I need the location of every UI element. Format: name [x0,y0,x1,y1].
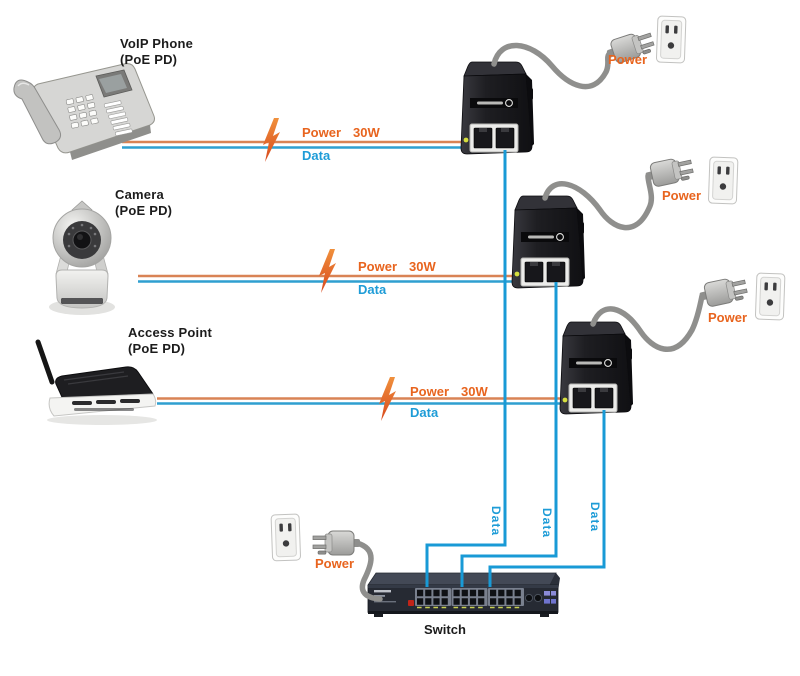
link2-power-text: Power [358,259,398,274]
power-outlet-icon-1 [655,15,687,64]
power-cord-1 [491,42,612,90]
link2-watts-text: 30W [409,259,436,274]
power-outlet-icon-4 [270,513,302,562]
voip-phone-image [13,63,155,160]
outlet3-power-label: Power [708,310,748,325]
poe-injector-2 [511,195,586,289]
switch-image [367,572,560,617]
power-cord-3 [590,293,705,352]
data-cable1-label: Data [489,506,503,537]
access-point-image [35,339,157,425]
power-cord-2 [542,173,655,231]
power-outlet-icon-2 [707,156,739,205]
voip-phone-label: VoIP Phone (PoE PD) [120,36,193,68]
camera-name: Camera [115,187,164,202]
link3-power-label: Power 30W [410,384,488,399]
voip-phone-name: VoIP Phone [120,36,194,51]
access-point-mode: (PoE PD) [128,341,186,356]
outlet1-power-label: Power [608,52,648,67]
poe-injector-3 [559,321,634,415]
data-cables [425,150,606,587]
link3-data-label: Data [410,405,439,420]
link1-watts-text: 30W [353,125,380,140]
power-plug-icon-3 [697,274,750,309]
power-cords [354,42,705,602]
power-cord-4 [354,540,383,602]
outlet4-power-label: Power [315,556,355,571]
access-point-name: Access Point [128,325,213,340]
camera-label: Camera (PoE PD) [115,187,172,219]
access-point-label: Access Point (PoE PD) [128,325,212,357]
switch-label: Switch [424,622,466,637]
power-outlet-icon-3 [754,272,786,321]
camera-mode: (PoE PD) [115,203,173,218]
data-cable-2 [460,282,558,587]
link1-power-text: Power [302,125,342,140]
data-cable-1 [425,150,507,587]
poe-injector-1 [460,61,535,155]
poe-link-lines [122,140,589,405]
link1-power-label: Power 30W [302,125,380,140]
camera-image [49,200,115,315]
link2-power-label: Power 30W [358,259,436,274]
lightning-bolt-icon-1 [263,118,280,162]
link1-data-label: Data [302,148,331,163]
outlet2-power-label: Power [662,188,702,203]
link3-power-text: Power [410,384,450,399]
data-cable3-label: Data [588,502,602,533]
data-cable2-label: Data [540,508,554,539]
power-plug-icon-4 [312,530,361,556]
data-cable-3 [488,410,606,587]
voip-phone-mode: (PoE PD) [120,52,178,67]
link3-watts-text: 30W [461,384,488,399]
lightning-bolt-icon-2 [319,249,336,293]
link2-data-label: Data [358,282,387,297]
